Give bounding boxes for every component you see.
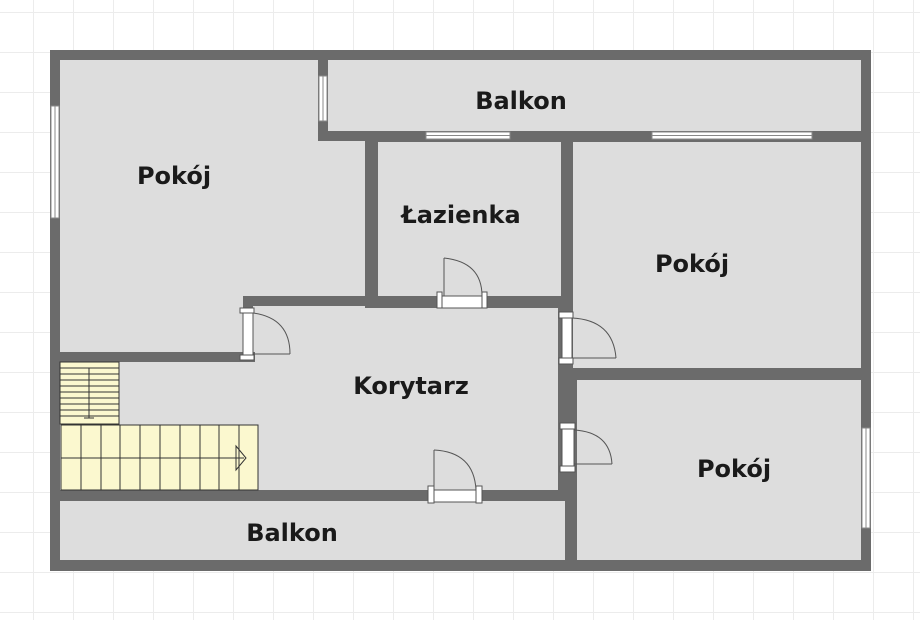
label-pokoj-bottom-right: Pokój (697, 455, 771, 483)
wall-balkon-top (318, 131, 861, 141)
window-right (861, 427, 871, 529)
window-lazienka (425, 131, 511, 140)
room-pokoj-right (573, 142, 861, 369)
window-pokoj-right (651, 131, 813, 140)
stairs-upper (59, 361, 120, 425)
wall-pokoj-bottom (60, 352, 255, 362)
wall-pokoj-divider (561, 368, 861, 379)
label-lazienka: Łazienka (399, 201, 520, 229)
wall-corridor-top (243, 296, 568, 306)
door-pokoj-top-left (239, 307, 291, 361)
room-balkon-top (328, 60, 861, 131)
wall-corridor-bottom (60, 490, 572, 500)
label-korytarz: Korytarz (353, 372, 469, 400)
label-balkon-bottom: Balkon (246, 519, 338, 547)
door-balkon-bottom (427, 449, 483, 504)
door-pokoj-right (558, 311, 617, 365)
door-pokoj-bottom-right (559, 422, 613, 473)
room-pokoj-bottom-right (577, 380, 861, 560)
room-balkon-bottom (60, 501, 565, 560)
window-left (50, 105, 60, 219)
label-pokoj-right: Pokój (655, 250, 729, 278)
wall-lazienka-left (366, 142, 376, 302)
label-pokoj-top-left: Pokój (137, 162, 211, 190)
window-balkon-left (318, 75, 328, 122)
door-lazienka (436, 257, 488, 309)
label-balkon-top: Balkon (475, 87, 567, 115)
room-korytarz-left (60, 296, 245, 352)
wall-bottom-right-divider (565, 490, 576, 562)
stairs-lower (60, 424, 259, 491)
room-lazienka (378, 142, 561, 296)
